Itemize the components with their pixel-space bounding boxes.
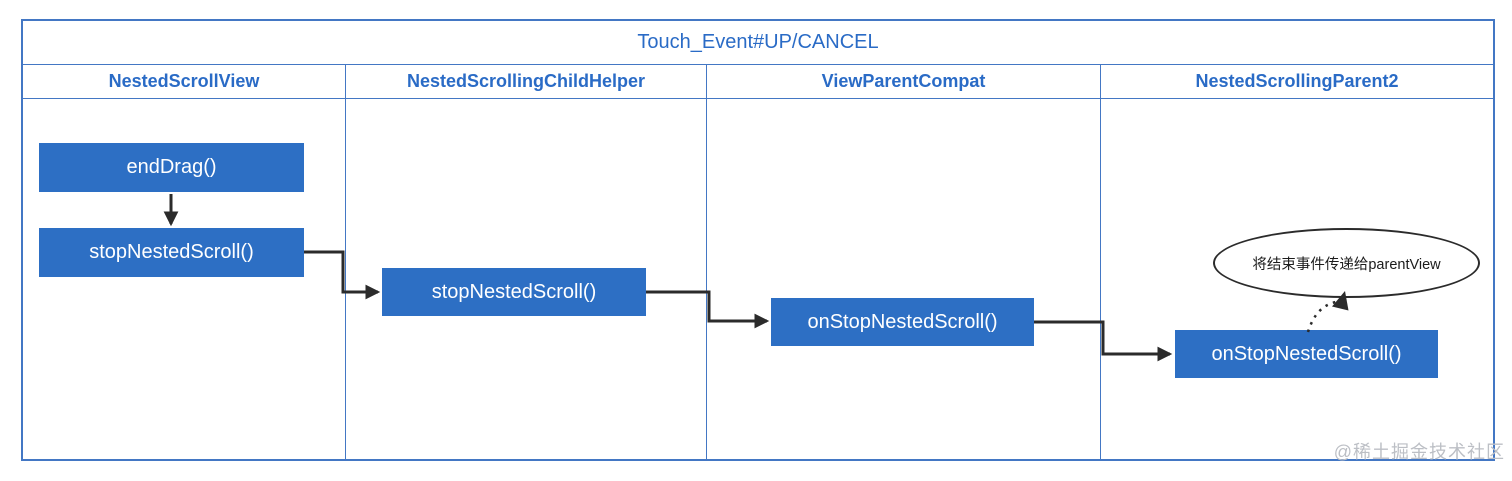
node-on-stop-nested-scroll-compat: onStopNestedScroll() <box>771 298 1034 346</box>
lane-header-nestedscrollview: NestedScrollView <box>108 71 260 91</box>
annotation-ellipse: 将结束事件传递给parentView <box>1213 228 1480 298</box>
lane-header-viewparentcompat: ViewParentCompat <box>706 65 1100 98</box>
node-stop-nested-scroll-view: stopNestedScroll() <box>39 228 304 277</box>
watermark: @稀土掘金技术社区 <box>1333 442 1505 462</box>
lane-header-nestedscrollingparent2: NestedScrollingParent2 <box>1100 65 1493 98</box>
diagram-title: Touch_Event#UP/CANCEL <box>23 21 1493 65</box>
lane-header-row: NestedScrollView NestedScrollingChildHel… <box>23 65 1493 99</box>
node-on-stop-nested-scroll-parent: onStopNestedScroll() <box>1175 330 1438 378</box>
annotation-ellipse-label: 将结束事件传递给parentView <box>1252 256 1441 273</box>
lane-body-viewparentcompat <box>706 99 1100 459</box>
node-stop-nested-scroll-helper: stopNestedScroll() <box>382 268 646 316</box>
lane-header-nestedscrollingchildhelper: NestedScrollingChildHelper <box>345 65 706 98</box>
lane-body-nestedscrollingparent2 <box>1100 99 1493 459</box>
node-end-drag: endDrag() <box>39 143 304 192</box>
